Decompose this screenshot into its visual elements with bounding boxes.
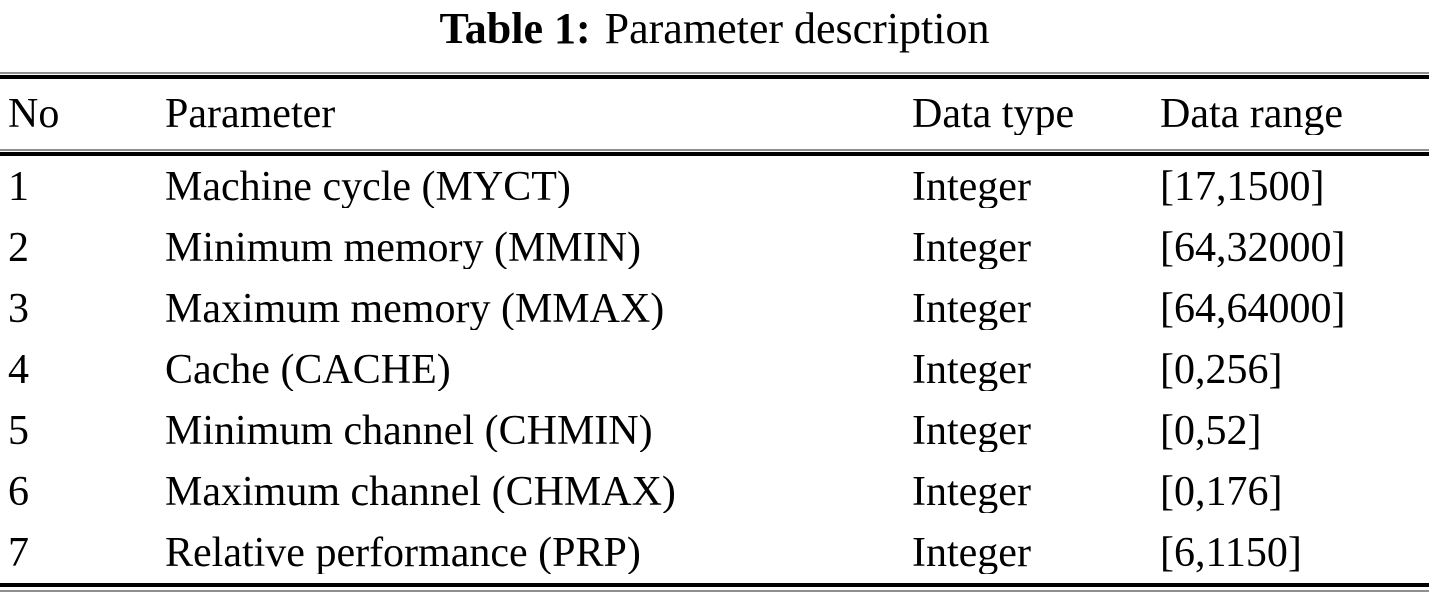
cell-no: 4 [8,348,29,391]
table-row: 3 Maximum memory (MMAX) Integer [64,6400… [0,278,1429,339]
cell-parameter: Relative performance (PRP) [165,531,641,574]
column-header-parameter: Parameter [165,93,336,135]
cell-no: 5 [8,409,29,452]
table-caption: Table 1: Parameter description [0,4,1429,54]
cell-data-type: Integer [912,226,1031,269]
table-row: 1 Machine cycle (MYCT) Integer [17,1500] [0,156,1429,217]
table-row: 6 Maximum channel (CHMAX) Integer [0,176… [0,461,1429,522]
column-header-no: No [8,93,60,135]
cell-no: 2 [8,226,29,269]
table-row: 4 Cache (CACHE) Integer [0,256] [0,339,1429,400]
table-body: 1 Machine cycle (MYCT) Integer [17,1500]… [0,156,1429,583]
cell-parameter: Maximum memory (MMAX) [165,287,665,330]
column-header-data-type: Data type [912,93,1075,135]
table-bottom-rule [0,583,1429,592]
cell-data-range: [0,176] [1160,470,1283,513]
cell-data-range: [0,256] [1160,348,1283,391]
cell-data-type: Integer [912,348,1031,391]
cell-no: 6 [8,470,29,513]
cell-data-range: [6,1150] [1160,531,1302,574]
cell-data-range: [64,32000] [1160,226,1346,269]
table-caption-text: Parameter description [604,4,990,53]
cell-parameter: Cache (CACHE) [165,348,451,391]
table-top-rule [0,72,1429,79]
cell-data-range: [0,52] [1160,409,1262,452]
column-header-data-range: Data range [1160,93,1344,135]
cell-data-type: Integer [912,409,1031,452]
cell-data-range: [64,64000] [1160,287,1346,330]
cell-no: 1 [8,165,29,208]
table-header-row: No Parameter Data type Data range [0,79,1429,149]
cell-data-range: [17,1500] [1160,165,1325,208]
table-row: 7 Relative performance (PRP) Integer [6,… [0,522,1429,583]
cell-data-type: Integer [912,165,1031,208]
table-row: 2 Minimum memory (MMIN) Integer [64,3200… [0,217,1429,278]
table-header-rule [0,149,1429,156]
cell-parameter: Machine cycle (MYCT) [165,165,571,208]
cell-data-type: Integer [912,287,1031,330]
table-caption-label: Table 1: [439,4,591,53]
cell-no: 7 [8,531,29,574]
table-row: 5 Minimum channel (CHMIN) Integer [0,52] [0,400,1429,461]
cell-data-type: Integer [912,531,1031,574]
cell-no: 3 [8,287,29,330]
cell-parameter: Minimum memory (MMIN) [165,226,641,269]
cell-parameter: Minimum channel (CHMIN) [165,409,653,452]
cell-parameter: Maximum channel (CHMAX) [165,470,676,513]
cell-data-type: Integer [912,470,1031,513]
